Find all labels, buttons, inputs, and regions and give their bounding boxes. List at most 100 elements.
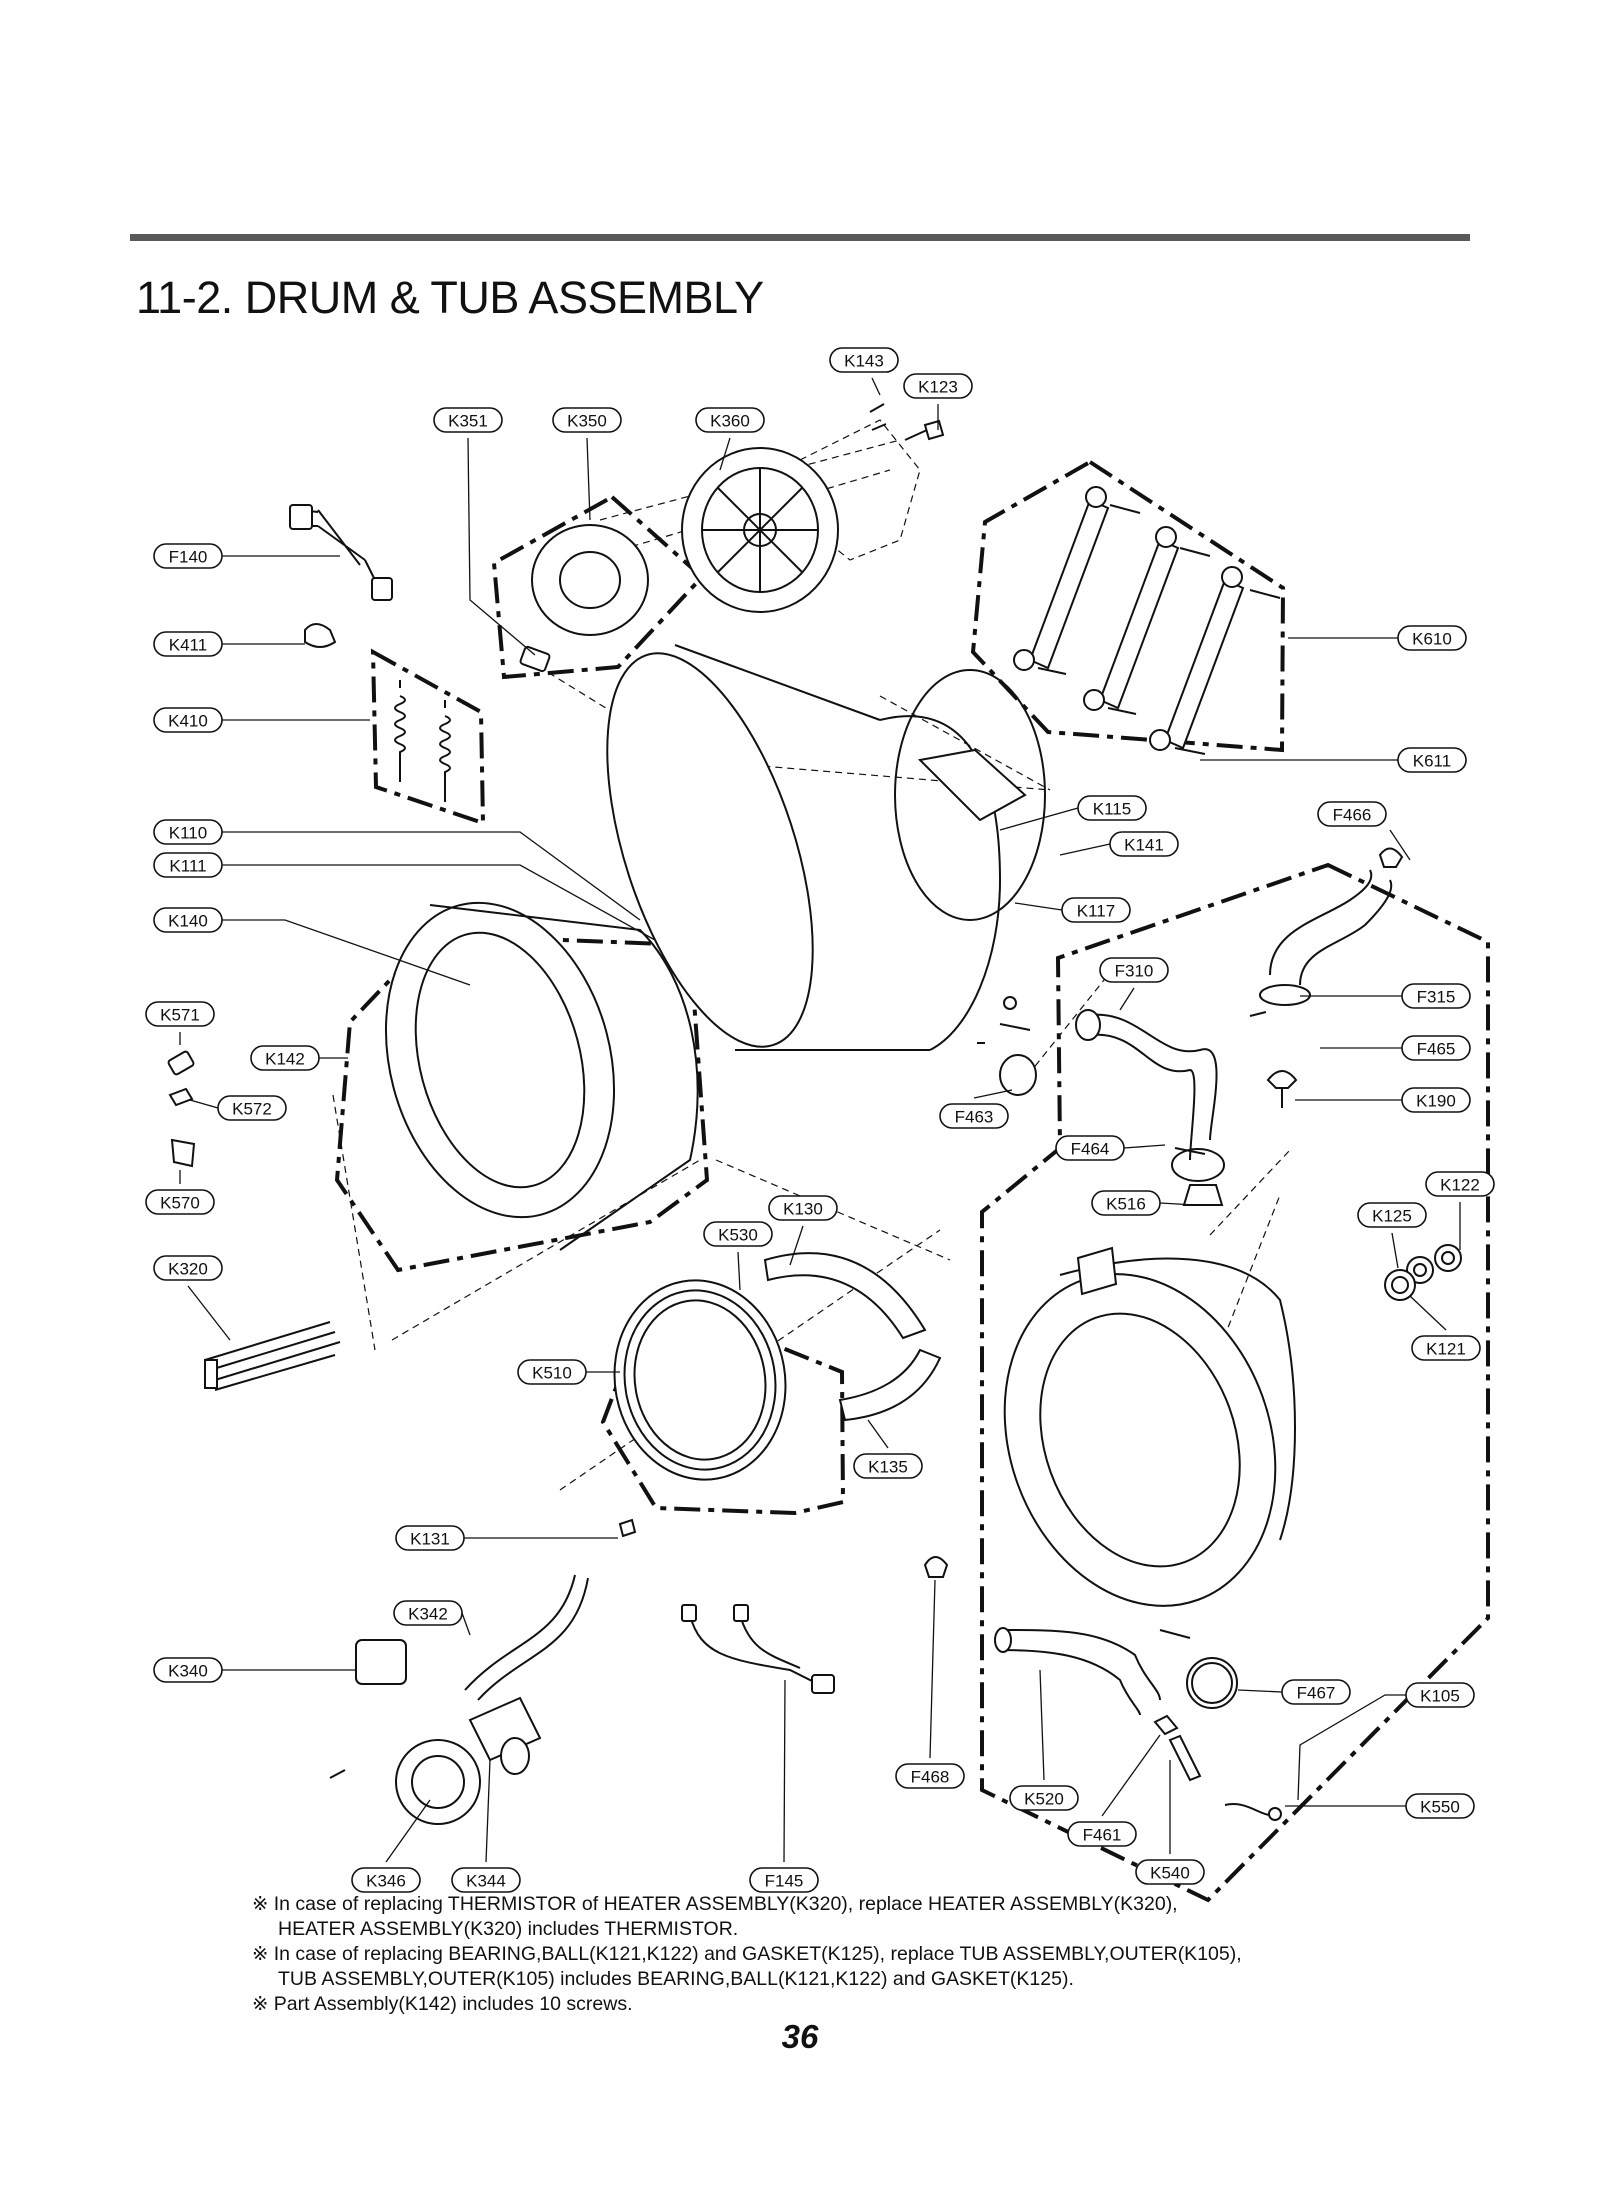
- leader-line: [1059, 843, 1111, 856]
- leader-line: [719, 437, 731, 471]
- callout-k570: K570: [145, 1170, 215, 1215]
- callout-k117: K117: [1014, 897, 1131, 923]
- part-number-label: K550: [1420, 1798, 1460, 1817]
- part-number-label: K572: [232, 1100, 272, 1119]
- callout-k140: K140: [153, 907, 471, 986]
- callout-k115: K115: [999, 795, 1147, 831]
- callout-k111: K111: [153, 852, 656, 941]
- leader-line: [385, 1799, 431, 1863]
- callout-k344: K344: [451, 1759, 521, 1893]
- callout-badge: [1401, 1035, 1471, 1061]
- leader-line: [737, 1251, 741, 1291]
- part-number-label: F145: [765, 1872, 804, 1891]
- part-number-label: K611: [1413, 752, 1451, 771]
- part-number-label: F465: [1417, 1040, 1456, 1059]
- leader-line: [1123, 1144, 1166, 1149]
- callout-f140: F140: [153, 543, 340, 569]
- callout-f464: F464: [1055, 1135, 1166, 1161]
- callout-k143: K143: [829, 347, 899, 396]
- callout-k141: K141: [1059, 831, 1179, 857]
- callout-badge: [552, 407, 622, 433]
- leader-line: [871, 377, 881, 396]
- leader-line: [461, 1612, 471, 1636]
- part-number-label: F466: [1333, 806, 1372, 825]
- part-number-label: F463: [955, 1108, 994, 1127]
- callout-badge: [217, 1095, 287, 1121]
- part-number-label: K540: [1150, 1864, 1190, 1883]
- part-number-label: F464: [1071, 1140, 1110, 1159]
- footnote-screws: ※ Part Assembly(K142) includes 10 screws…: [252, 1993, 633, 2015]
- part-number-label: K117: [1077, 902, 1115, 921]
- part-number-label: K342: [408, 1605, 448, 1624]
- page-number: 36: [781, 2018, 819, 2055]
- callout-badge: [153, 907, 223, 933]
- callout-f466: F466: [1317, 801, 1411, 861]
- leader-line: [467, 437, 536, 656]
- callout-badge: [1067, 1821, 1137, 1847]
- part-number-label: K143: [844, 352, 884, 371]
- callout-badge: [153, 852, 223, 878]
- leader-line: [1101, 1734, 1161, 1817]
- callout-badge: [153, 631, 223, 657]
- callout-k520: K520: [1009, 1669, 1079, 1811]
- callout-badge: [1411, 1335, 1481, 1361]
- callout-k130: K130: [768, 1195, 838, 1266]
- part-number-label: K360: [710, 412, 750, 431]
- callout-k135: K135: [853, 1419, 923, 1479]
- callout-badge: [1317, 801, 1387, 827]
- leader-line: [1297, 1694, 1406, 1801]
- part-number-label: F310: [1115, 962, 1154, 981]
- leader-line: [187, 1285, 231, 1341]
- callout-badge: [939, 1103, 1009, 1129]
- part-number-label: K610: [1412, 630, 1452, 649]
- leader-line: [1391, 1232, 1399, 1269]
- group-outlines: [334, 459, 1490, 1903]
- callout-badge: [395, 1525, 465, 1551]
- callout-f463: F463: [939, 1089, 1013, 1129]
- callout-k122: K122: [1425, 1171, 1495, 1250]
- callout-badge: [153, 1255, 223, 1281]
- callout-badge: [853, 1453, 923, 1479]
- callout-badge: [451, 1867, 521, 1893]
- part-number-label: F467: [1297, 1684, 1336, 1703]
- part-number-label: K135: [868, 1458, 908, 1477]
- leader-line: [222, 919, 471, 986]
- part-number-label: F140: [169, 548, 208, 567]
- footnote-bearing: ※ In case of replacing BEARING,BALL(K121…: [252, 1943, 1242, 1990]
- part-number-label: K123: [918, 378, 958, 397]
- part-number-label: K571: [160, 1006, 200, 1025]
- part-number-label: K530: [718, 1226, 758, 1245]
- callout-k360: K360: [695, 407, 765, 471]
- callout-badge: [1109, 831, 1179, 857]
- callout-k123: K123: [903, 373, 973, 430]
- callout-k411: K411: [153, 631, 305, 657]
- part-number-label: K125: [1372, 1207, 1412, 1226]
- callout-k516: K516: [1091, 1190, 1196, 1216]
- leader-line: [189, 1099, 219, 1109]
- callout-badge: [1055, 1135, 1125, 1161]
- callout-badge: [1357, 1202, 1427, 1228]
- callout-k342: K342: [393, 1600, 471, 1636]
- callout-k610: K610: [1288, 625, 1467, 651]
- part-number-label: K190: [1416, 1092, 1456, 1111]
- part-number-label: K411: [169, 636, 207, 655]
- callout-badge: [1405, 1682, 1475, 1708]
- callout-k105: K105: [1297, 1682, 1475, 1801]
- part-number-label: F468: [911, 1768, 950, 1787]
- callout-k340: K340: [153, 1657, 356, 1683]
- callout-k530: K530: [703, 1221, 773, 1291]
- callout-f315: F315: [1300, 983, 1471, 1009]
- callout-badge: [1405, 1793, 1475, 1819]
- leader-line: [222, 864, 656, 941]
- callout-k571: K571: [145, 1001, 215, 1045]
- part-number-label: F461: [1083, 1826, 1122, 1845]
- callout-k320: K320: [153, 1255, 231, 1341]
- part-number-label: K105: [1420, 1687, 1460, 1706]
- callout-badge: [1099, 957, 1169, 983]
- part-number-label: K344: [466, 1872, 506, 1891]
- leader-line: [929, 1579, 936, 1759]
- part-number-label: K130: [783, 1200, 823, 1219]
- callout-badge: [1061, 897, 1131, 923]
